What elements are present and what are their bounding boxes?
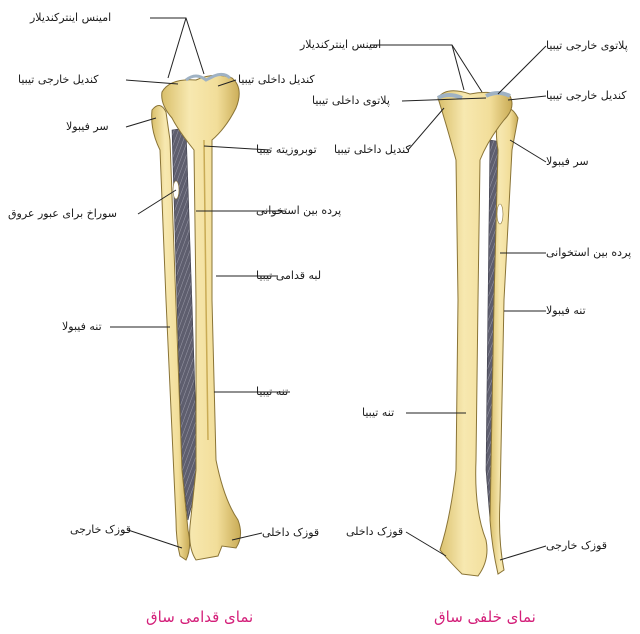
label-anterior-tibia-shaft: تنه تیبیا — [256, 385, 288, 398]
label-posterior-interosseous-membrane: پرده بین استخوانی — [546, 246, 631, 259]
label-posterior-tibia-shaft: تنه تیبیا — [362, 406, 394, 419]
label-posterior-lateral-plateau: پلاتوی خارجی تیبیا — [546, 39, 628, 52]
posterior-vessel-foramen — [497, 204, 503, 224]
label-posterior-lateral-malleolus: قوزک خارجی — [546, 539, 607, 552]
label-anterior-medial-malleolus: قوزک داخلی — [262, 526, 319, 539]
label-anterior-fibula-head: سر فیبولا — [66, 120, 109, 133]
label-posterior-medial-condyle: کندیل داخلی تیبیا — [334, 143, 411, 156]
label-anterior-intercondylar-eminence: امینس اینترکندیلار — [30, 11, 111, 24]
label-anterior-lateral-condyle: کندیل خارجی تیبیا — [18, 73, 99, 86]
label-anterior-tibial-tuberosity: توبروزیته تیبیا — [256, 143, 317, 156]
label-anterior-vessel-foramen: سوراخ برای عبور عروق — [8, 207, 117, 220]
label-posterior-medial-malleolus: قوزک داخلی — [346, 525, 403, 538]
label-anterior-interosseous-membrane: پرده بین استخوانی — [256, 204, 341, 217]
caption-anterior-view: نمای قدامی ساق — [146, 608, 253, 626]
caption-posterior-view: نمای خلفی ساق — [434, 608, 536, 626]
label-anterior-fibula-shaft: تنه فیبولا — [62, 320, 102, 333]
label-anterior-anterior-border: لبه قدامی تیبیا — [256, 269, 321, 282]
label-anterior-medial-condyle: کندیل داخلی تیبیا — [238, 73, 315, 86]
label-posterior-fibula-head: سر فیبولا — [546, 155, 589, 168]
posterior-view — [438, 91, 518, 576]
label-posterior-lateral-condyle: کندیل خارجی تیبیا — [546, 89, 627, 102]
label-posterior-fibula-shaft: تنه فیبولا — [546, 304, 586, 317]
label-posterior-medial-plateau: پلاتوی داخلی تیبیا — [312, 94, 390, 107]
label-anterior-lateral-malleolus: قوزک خارجی — [70, 523, 131, 536]
label-posterior-intercondylar-eminence: امینس اینترکندیلار — [300, 38, 381, 51]
